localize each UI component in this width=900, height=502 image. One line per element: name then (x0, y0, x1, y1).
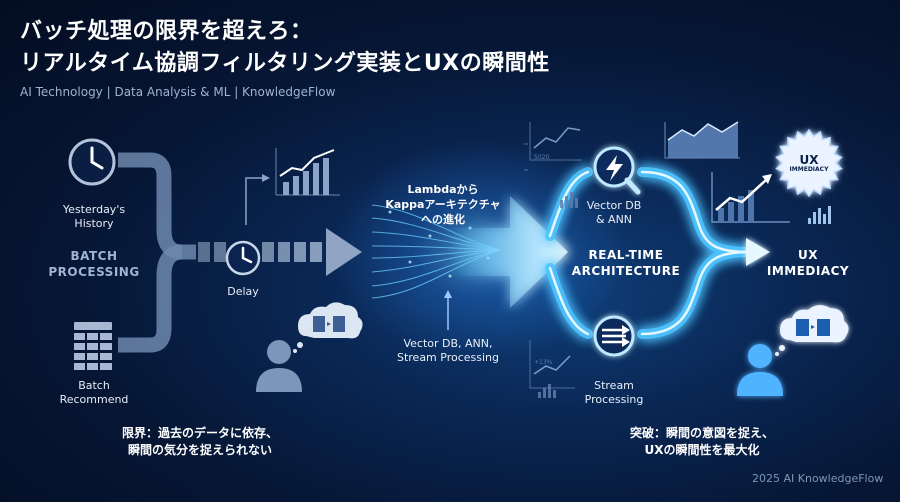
batch-chart-icon (245, 148, 340, 225)
vector-db-search-icon (593, 146, 641, 195)
delay-clock-icon (225, 240, 261, 276)
realtime-bottom-chart (529, 340, 575, 389)
stream-processing-icon (593, 315, 635, 357)
evolution-arrow (450, 196, 568, 308)
page-subtitle: AI Technology | Data Analysis & ML | Kno… (20, 85, 336, 99)
ux-arrow-head (746, 238, 770, 266)
batch-user-icon (256, 340, 302, 392)
ux-thought-bubble-icon (775, 304, 849, 356)
page-title: バッチ処理の限界を超えろ： リアルタイム協調フィルタリング実装とUXの瞬間性 (20, 16, 550, 80)
realtime-top-bars (560, 192, 578, 208)
realtime-bottom-bars (538, 384, 556, 398)
lambda-kappa-label: Lambdaから Kappaアーキテクチャ への進化 (385, 183, 501, 226)
breakthrough-caption: 突破：瞬間の意図を捉え、 UXの瞬間性を最大化 (629, 426, 774, 457)
tech-stack-label: Vector DB, ANN, Stream Processing (396, 337, 500, 364)
ux-area-chart-icon (664, 121, 740, 159)
realtime-top-tick: 5020 (534, 154, 550, 161)
ux-badge-text: UX IMMEDIACY (789, 153, 829, 173)
vector-db-label: Vector DB & ANN (586, 199, 642, 226)
batch-recommend-table-icon (74, 322, 112, 370)
history-label: Yesterday's History (62, 203, 126, 230)
realtime-top-chart (524, 122, 582, 171)
ux-immediacy-label: UX IMMEDIACY (766, 248, 850, 278)
batch-recommend-label: Batch Recommend (59, 379, 129, 406)
title-line-2: リアルタイム協調フィルタリング実装とUXの瞬間性 (20, 51, 550, 76)
batch-bracket-bottom (118, 244, 183, 353)
stream-processing-label: Stream Processing (584, 379, 644, 406)
delay-label: Delay (227, 285, 259, 298)
batch-limitation-caption: 限界：過去のデータに依存、 瞬間の気分を捉えられない (121, 426, 278, 457)
batch-processing-label: BATCH PROCESSING (48, 249, 140, 279)
ux-mini-bars (808, 206, 831, 224)
title-line-1: バッチ処理の限界を超えろ： (20, 19, 313, 44)
footer-credit: 2025 AI KnowledgeFlow (752, 472, 884, 485)
ux-user-icon (737, 344, 783, 396)
delay-arrow (198, 228, 362, 276)
ux-growth-chart-icon (711, 172, 790, 223)
realtime-bottom-tick: +13% (534, 359, 553, 366)
ux-immediacy-badge (775, 128, 843, 198)
history-clock-icon (68, 138, 116, 186)
realtime-architecture-label: REAL-TIME ARCHITECTURE (571, 248, 681, 278)
batch-thought-bubble-icon (293, 302, 363, 353)
